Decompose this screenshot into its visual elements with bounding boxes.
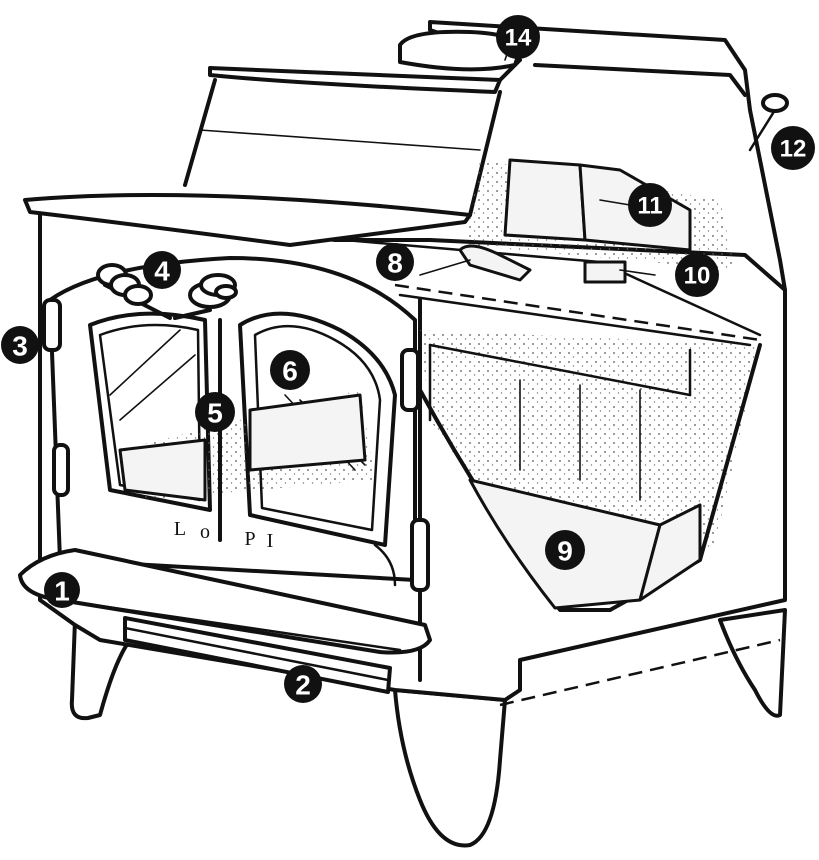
callout-6-label: 6 — [282, 356, 298, 387]
ash-lip-and-pan — [18, 548, 432, 694]
callout-9: 9 — [545, 530, 585, 570]
callout-11: 11 — [628, 183, 672, 227]
callout-2: 2 — [284, 665, 322, 703]
callout-5: 5 — [195, 392, 235, 432]
callout-3-label: 3 — [12, 331, 28, 362]
callout-10-label: 10 — [684, 263, 711, 290]
callout-10: 10 — [675, 253, 719, 297]
callout-2-label: 2 — [295, 670, 311, 701]
callout-11-label: 11 — [637, 193, 662, 220]
brand-letter-1: L — [174, 518, 186, 540]
baffle-area — [343, 158, 762, 347]
callout-4: 4 — [143, 251, 181, 289]
callout-9-label: 9 — [557, 536, 573, 567]
callout-14: 14 — [496, 15, 540, 59]
callout-14-label: 14 — [505, 25, 532, 52]
callout-5-label: 5 — [207, 398, 223, 429]
brand-letter-4: I — [267, 530, 274, 552]
brand-lettering: L o P I — [174, 518, 273, 552]
callout-1-label: 1 — [54, 576, 70, 607]
thermostat-control — [748, 93, 789, 152]
brand-letter-2: o — [200, 521, 210, 543]
callout-1: 1 — [44, 572, 80, 608]
firebox-cutaway — [418, 330, 762, 612]
door-handles — [96, 263, 238, 320]
callout-8: 8 — [376, 243, 414, 281]
brand-letter-3: P — [244, 528, 255, 550]
callout-8-label: 8 — [387, 248, 403, 279]
callout-12: 12 — [771, 126, 815, 170]
callout-6: 6 — [270, 350, 310, 390]
callout-3: 3 — [1, 326, 39, 364]
callout-4-label: 4 — [154, 256, 170, 287]
callout-12-label: 12 — [780, 136, 807, 163]
stove-top — [23, 20, 787, 292]
